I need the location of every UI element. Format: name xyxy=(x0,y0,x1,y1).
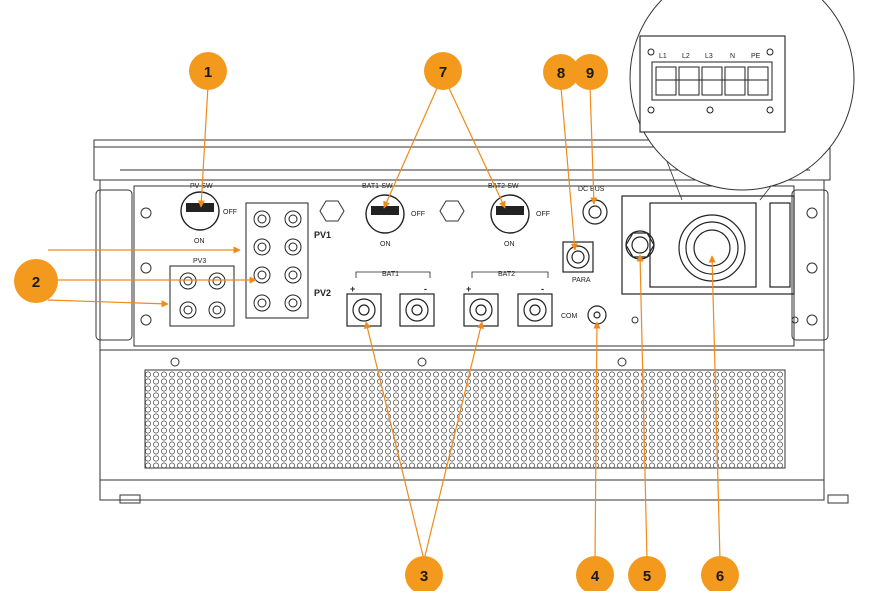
bat1-negative-terminal[interactable] xyxy=(399,293,435,327)
dc-bus-label: DC BUS xyxy=(578,186,605,193)
screws xyxy=(140,207,818,367)
bat1-sw-label: BAT1-SW xyxy=(362,183,393,190)
pv3-connector-row[interactable] xyxy=(179,301,226,319)
bat2-sw-label: BAT2-SW xyxy=(488,183,519,190)
callout-8-number: 8 xyxy=(557,65,565,82)
vent-grille xyxy=(144,369,786,469)
callout-9: 9 xyxy=(572,54,608,90)
bat1-terminals: BAT1 + - xyxy=(346,271,435,327)
pv-connectors xyxy=(169,202,309,327)
ac-output-area xyxy=(621,195,795,295)
bat2-label: BAT2 xyxy=(498,271,515,278)
right-handle xyxy=(791,189,829,341)
callout-7-number: 7 xyxy=(439,64,447,81)
callout-1-number: 1 xyxy=(204,64,212,81)
bat1-positive-terminal[interactable] xyxy=(346,293,382,327)
pv-sw-label: PV SW xyxy=(190,183,213,190)
callout-4: 4 xyxy=(576,556,614,594)
left-handle xyxy=(95,189,133,341)
bat2-switch-knob xyxy=(496,206,524,215)
bat2-minus: - xyxy=(541,284,544,294)
bat1-label: BAT1 xyxy=(382,271,399,278)
bat2-positive-terminal[interactable] xyxy=(463,293,499,327)
bat2-sw-on: ON xyxy=(504,241,515,248)
terminal-block xyxy=(647,48,774,114)
bat2-negative-terminal[interactable] xyxy=(517,293,553,327)
bat1-minus: - xyxy=(424,284,427,294)
bat1-switch[interactable]: BAT1-SW OFF ON xyxy=(362,183,425,248)
terminal-label: PE xyxy=(751,53,761,60)
callout-3: 3 xyxy=(405,556,443,594)
com-port[interactable]: COM xyxy=(561,305,607,325)
callout-8: 8 xyxy=(543,54,579,90)
bat2-terminals: BAT2 + - xyxy=(463,271,553,327)
pv-connector-row[interactable] xyxy=(253,294,302,312)
callout-9-number: 9 xyxy=(586,65,594,82)
pv-switch-knob xyxy=(186,203,214,212)
terminal-label: L3 xyxy=(705,53,713,60)
pv-connector-row[interactable] xyxy=(253,266,302,284)
terminal-label: L2 xyxy=(682,53,690,60)
vent-plugs xyxy=(319,200,465,222)
callout-badges: 1 2 3 4 5 6 7 8 xyxy=(14,52,739,594)
com-label: COM xyxy=(561,313,578,320)
bat1-sw-on: ON xyxy=(380,241,391,248)
callout-5-number: 5 xyxy=(643,568,651,585)
pv-connector-row[interactable] xyxy=(253,238,302,256)
callout-2: 2 xyxy=(14,259,58,303)
pv2-label: PV2 xyxy=(314,288,331,298)
bat1-plus: + xyxy=(350,284,355,294)
bat2-plus: + xyxy=(466,284,471,294)
callout-3-number: 3 xyxy=(420,568,428,585)
dc-bus-port[interactable]: DC BUS xyxy=(578,186,608,225)
bat2-sw-off: OFF xyxy=(536,211,550,218)
callout-4-number: 4 xyxy=(591,568,600,585)
pv3-label: PV3 xyxy=(193,258,206,265)
callout-6: 6 xyxy=(701,556,739,594)
pv-switch[interactable]: PV SW OFF ON xyxy=(180,183,237,245)
callout-7: 7 xyxy=(424,52,462,90)
bat1-sw-off: OFF xyxy=(411,211,425,218)
bat1-switch-knob xyxy=(371,206,399,215)
callout-5: 5 xyxy=(628,556,666,594)
pv3-block xyxy=(169,265,235,327)
pv1-label: PV1 xyxy=(314,230,331,240)
callout-lines xyxy=(47,85,721,561)
callout-2-number: 2 xyxy=(32,274,40,291)
callout-6-number: 6 xyxy=(716,568,724,585)
callout-1: 1 xyxy=(189,52,227,90)
terminal-labels: L1 L2 L3 N PE xyxy=(659,53,761,60)
pv-sw-off: OFF xyxy=(223,209,237,216)
para-port[interactable]: PARA xyxy=(562,241,594,284)
pv-connector-row[interactable] xyxy=(253,210,302,228)
terminal-zoom: L1 L2 L3 N PE xyxy=(629,0,855,201)
terminal-label: L1 xyxy=(659,53,667,60)
pv-sw-on: ON xyxy=(194,238,205,245)
pv3-connector-row[interactable] xyxy=(179,272,226,290)
terminal-label: N xyxy=(730,53,735,60)
para-label: PARA xyxy=(572,277,591,284)
pv12-block xyxy=(245,202,309,319)
